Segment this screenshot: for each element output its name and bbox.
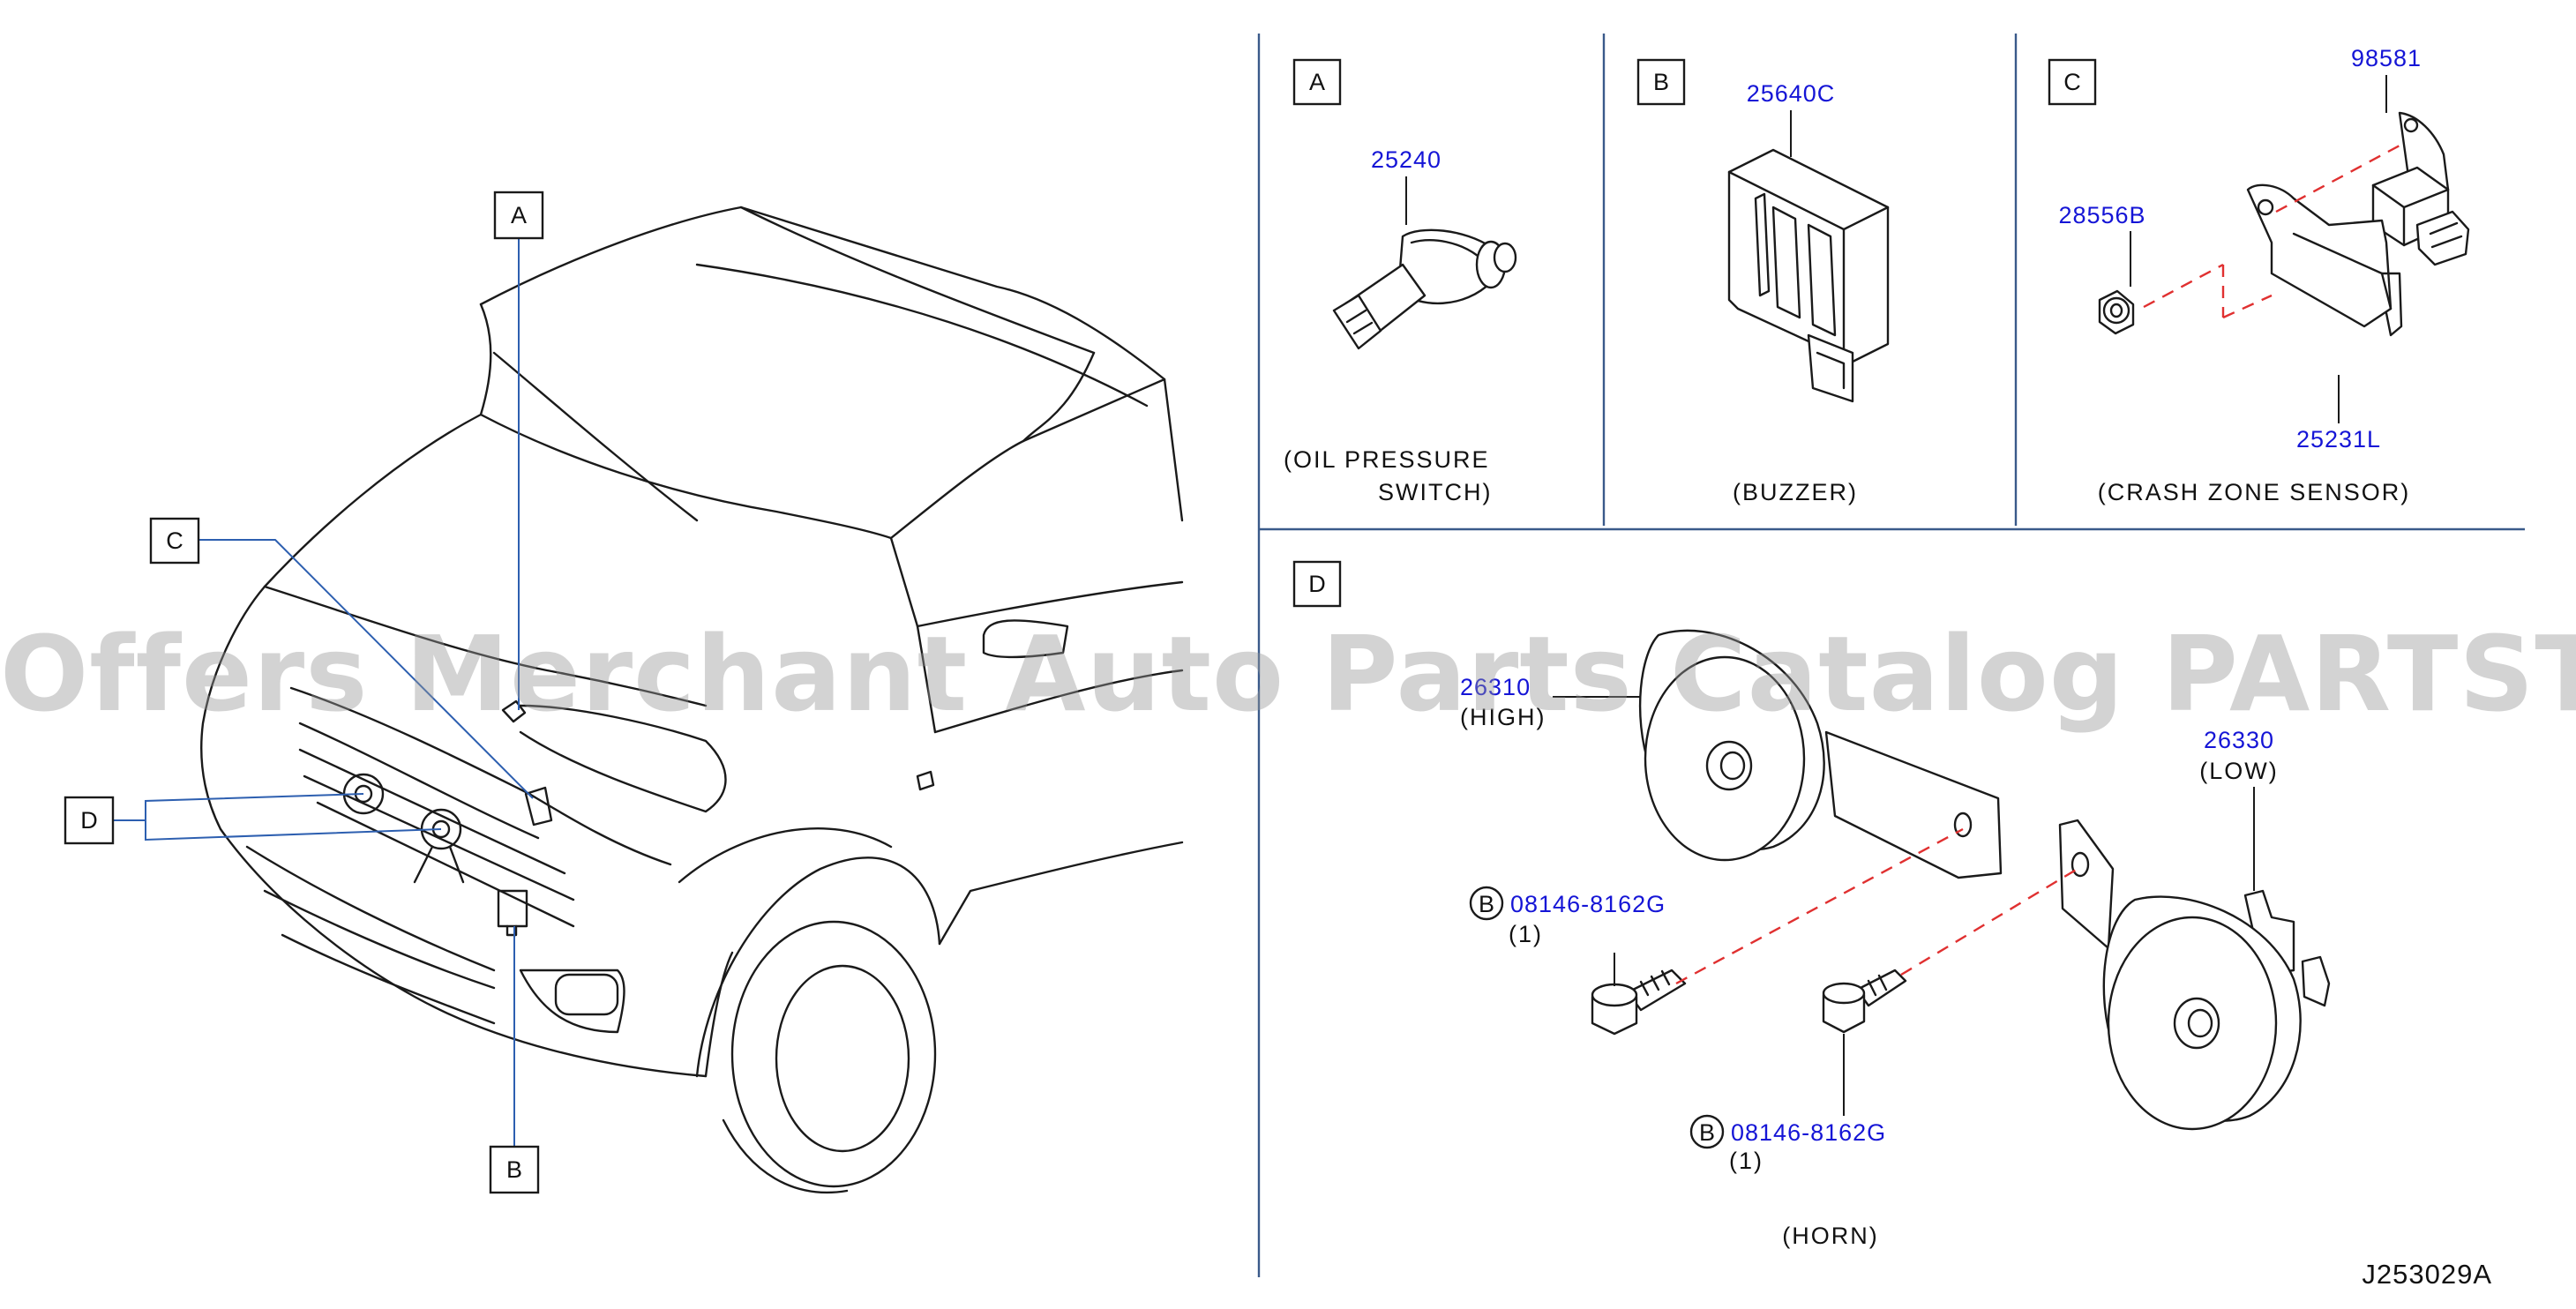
callout-a[interactable]: A — [493, 191, 544, 240]
panel-a-desc-line1: (OIL PRESSURE — [1284, 446, 1490, 473]
part-number-25640c[interactable]: 25640C — [1747, 80, 1836, 107]
bolt-2-ref[interactable]: B — [1689, 1114, 1725, 1149]
horn-high-label: (HIGH) — [1460, 704, 1546, 730]
bolt-1-icon — [1591, 969, 1687, 1036]
svg-text:B: B — [1699, 1119, 1715, 1146]
callout-b[interactable]: B — [489, 1145, 540, 1194]
buzzer-icon — [1727, 148, 1890, 403]
panel-a-desc-line2: SWITCH) — [1378, 479, 1492, 505]
panel-d-tag: D — [1308, 571, 1326, 597]
part-number-25231l[interactable]: 25231L — [2296, 426, 2381, 453]
nut-icon — [2098, 289, 2135, 335]
panel-d: D 26310 (HIGH) 26330 (LOW) — [1292, 560, 2331, 1249]
bolt-2-qty: (1) — [1729, 1148, 1764, 1174]
part-number-28556b[interactable]: 28556B — [2058, 202, 2145, 228]
sensor-bracket-icon — [2246, 183, 2403, 337]
panel-a-tag: A — [1309, 69, 1325, 95]
panel-b: B 25640C (BUZZER) — [1636, 58, 1890, 505]
callout-c[interactable]: C — [149, 517, 200, 565]
crash-zone-sensor-icon — [2371, 111, 2470, 266]
part-number-26330[interactable]: 26330 — [2204, 727, 2274, 753]
part-number-08146-8162g-2[interactable]: 08146-8162G — [1731, 1119, 1886, 1146]
horn-high-icon — [1638, 629, 2003, 879]
panel-b-desc: (BUZZER) — [1733, 479, 1858, 505]
vehicle-callouts — [113, 238, 534, 1147]
part-number-08146-8162g-1[interactable]: 08146-8162G — [1510, 891, 1666, 917]
bolt-1-ref[interactable]: B — [1469, 886, 1504, 921]
vehicle-illustration — [200, 206, 1184, 1194]
oil-pressure-switch-icon — [1332, 228, 1517, 350]
bolt-2-icon — [1822, 969, 1907, 1034]
panel-c-desc: (CRASH ZONE SENSOR) — [2098, 479, 2411, 505]
svg-text:D: D — [80, 807, 98, 834]
horn-low-label: (LOW) — [2199, 758, 2278, 784]
panel-separators — [1257, 34, 2525, 1277]
svg-text:B: B — [1479, 891, 1494, 917]
panel-b-tag: B — [1653, 69, 1669, 95]
diagram-code: J253029A — [2362, 1259, 2492, 1290]
panel-c: C 98581 28556B 25231L (CRASH ZONE — [2048, 45, 2470, 505]
part-number-98581[interactable]: 98581 — [2351, 45, 2422, 71]
panel-d-desc: (HORN) — [1782, 1223, 1878, 1249]
panel-a: A 25240 (OIL PRESSURE SWITCH) — [1284, 58, 1517, 505]
bolt-1-qty: (1) — [1509, 921, 1543, 947]
panel-c-tag: C — [2063, 69, 2081, 95]
part-number-25240[interactable]: 25240 — [1371, 146, 1442, 173]
svg-text:B: B — [506, 1156, 522, 1183]
part-number-26310[interactable]: 26310 — [1460, 674, 1531, 700]
horn-low-icon — [2058, 819, 2331, 1131]
svg-text:C: C — [166, 527, 183, 554]
callout-d[interactable]: D — [64, 796, 115, 845]
svg-text:A: A — [511, 202, 527, 228]
